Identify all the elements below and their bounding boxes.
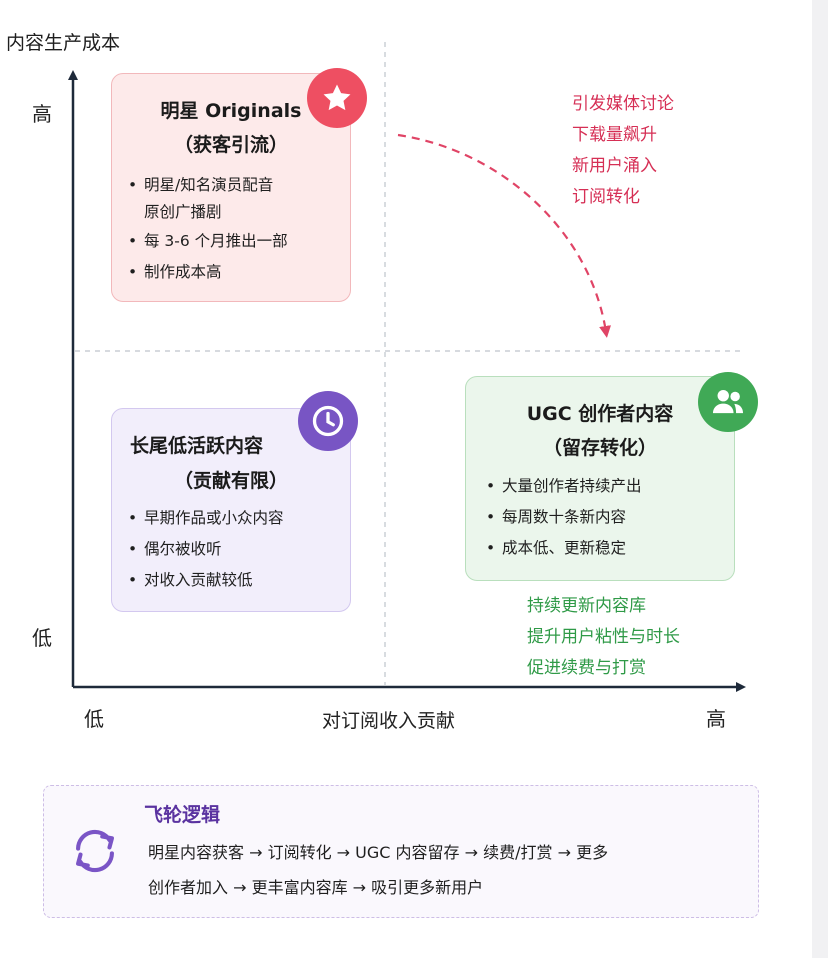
longtail-card-bullets: 早期作品或小众内容 偶尔被收听 对收入贡献较低	[128, 503, 284, 596]
ugc-card-bullets: 大量创作者持续产出 每周数十条新内容 成本低、更新稳定	[486, 471, 642, 564]
ugc-card-subtitle: （留存转化）	[542, 437, 657, 459]
star-card-bullets: 明星/知名演员配音 原创广播剧 每 3-6 个月推出一部 制作成本高	[128, 172, 288, 288]
note-line: 持续更新内容库	[527, 596, 646, 616]
flywheel-line-2: 创作者加入 → 更丰富内容库 → 吸引更多新用户	[148, 878, 484, 897]
list-item: 原创广播剧	[144, 203, 222, 221]
flywheel-title: 飞轮逻辑	[144, 804, 221, 826]
note-line: 促进续费与打赏	[527, 658, 646, 678]
star-card-subtitle: （获客引流）	[173, 134, 288, 156]
longtail-card-subtitle: （贡献有限）	[173, 470, 288, 492]
list-item: 大量创作者持续产出	[486, 471, 642, 502]
y-axis-title: 内容生产成本	[6, 32, 121, 54]
longtail-card: 长尾低活跃内容 （贡献有限） 早期作品或小众内容 偶尔被收听 对收入贡献较低	[111, 408, 351, 612]
list-item: 每 3-6 个月推出一部	[128, 226, 288, 257]
list-item: 早期作品或小众内容	[128, 503, 284, 534]
star-badge	[307, 68, 367, 128]
clock-badge	[298, 391, 358, 451]
list-item: 制作成本高	[128, 257, 288, 288]
ugc-effects-note: 持续更新内容库 提升用户粘性与时长 促进续费与打赏	[527, 591, 680, 684]
note-line: 新用户涌入	[572, 156, 657, 176]
flywheel-line-1: 明星内容获客 → 订阅转化 → UGC 内容留存 → 续费/打赏 → 更多	[148, 843, 609, 862]
cycle-icon	[76, 829, 114, 873]
x-axis-low-label: 低	[84, 707, 104, 731]
users-badge	[698, 372, 758, 432]
clock-icon	[312, 405, 344, 437]
star-effects-note: 引发媒体讨论 下载量飙升 新用户涌入 订阅转化	[572, 89, 674, 213]
ugc-card-title: UGC 创作者内容	[526, 403, 674, 425]
note-line: 引发媒体讨论	[572, 94, 674, 114]
y-axis-low-label: 低	[32, 626, 52, 650]
longtail-card-title: 长尾低活跃内容	[130, 435, 264, 457]
star-originals-card: 明星 Originals （获客引流） 明星/知名演员配音 原创广播剧 每 3-…	[111, 73, 351, 302]
list-item: 每周数十条新内容	[486, 502, 642, 533]
x-axis-title: 对订阅收入贡献	[322, 710, 456, 732]
star-icon	[323, 84, 351, 111]
window-edge	[812, 0, 828, 958]
list-item: 偶尔被收听	[128, 534, 284, 565]
list-item: 成本低、更新稳定	[486, 533, 642, 564]
x-axis-high-label: 高	[706, 707, 726, 731]
y-axis-high-label: 高	[32, 102, 52, 126]
star-card-title: 明星 Originals	[160, 100, 302, 122]
note-line: 提升用户粘性与时长	[527, 627, 680, 647]
note-line: 订阅转化	[572, 187, 640, 207]
ugc-creator-card: UGC 创作者内容 （留存转化） 大量创作者持续产出 每周数十条新内容 成本低、…	[465, 376, 735, 581]
users-icon	[712, 389, 744, 414]
list-item: 明星/知名演员配音	[128, 172, 288, 199]
flywheel-box: 飞轮逻辑 明星内容获客 → 订阅转化 → UGC 内容留存 → 续费/打赏 → …	[43, 785, 759, 918]
note-line: 下载量飙升	[572, 125, 657, 145]
list-item: 对收入贡献较低	[128, 565, 284, 596]
